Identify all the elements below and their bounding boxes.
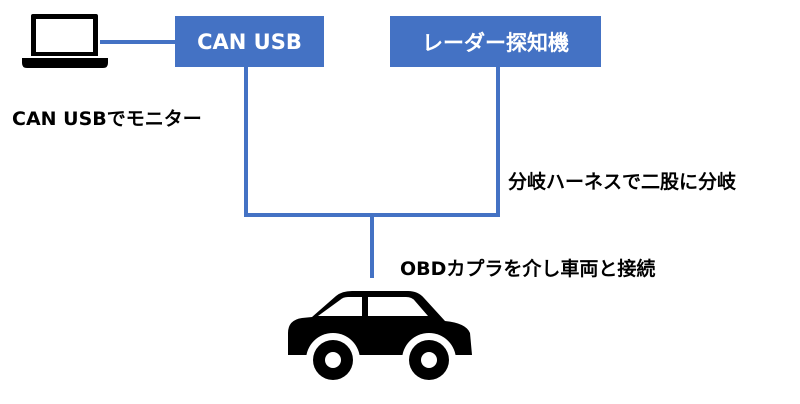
- can-usb-label: CAN USB: [197, 29, 302, 54]
- radar-detector-label: レーダー探知機: [422, 30, 569, 55]
- car-icon: [288, 291, 472, 387]
- can-usb-box: CAN USB: [175, 16, 324, 67]
- obd-annotation: OBDカプラを介し車両と接続: [400, 258, 656, 280]
- monitor-annotation: CAN USBでモニター: [12, 108, 202, 130]
- laptop-icon: [22, 14, 108, 68]
- branch-annotation: 分岐ハーネスで二股に分岐: [508, 171, 737, 193]
- radar-detector-box: レーダー探知機: [390, 16, 601, 67]
